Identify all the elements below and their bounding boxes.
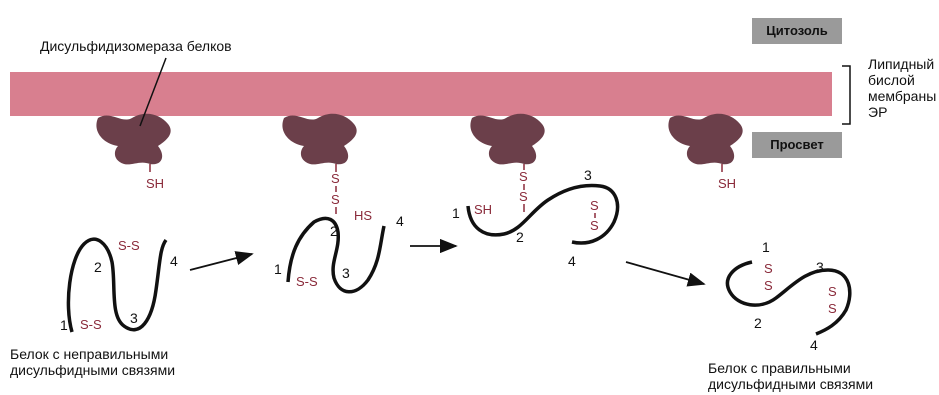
p3-s-top: S <box>590 198 599 213</box>
p1-res-4: 4 <box>170 253 178 269</box>
p1-res-1: 1 <box>60 317 68 333</box>
p2-res-3: 3 <box>342 265 350 281</box>
enzyme-2-s-bottom: S <box>331 192 340 207</box>
p1-res-2: 2 <box>94 259 102 275</box>
arrow-1 <box>190 254 252 270</box>
enzyme-3 <box>470 114 544 165</box>
p4-res-4: 4 <box>810 337 818 353</box>
enzyme-1-sh: SH <box>146 176 164 191</box>
p3-s-bottom: S <box>590 218 599 233</box>
enzyme-4 <box>668 114 742 165</box>
p1-ss-bottom: S-S <box>80 317 102 332</box>
p2-res-1: 1 <box>274 261 282 277</box>
membrane-bracket <box>842 66 850 124</box>
enzyme-2-s-top: S <box>331 171 340 186</box>
enzyme-3-s-top: S <box>519 169 528 184</box>
p4-res-3: 3 <box>816 259 824 275</box>
p4-res-1: 1 <box>762 239 770 255</box>
er-membrane <box>10 72 832 116</box>
enzyme-3-s-bottom: S <box>519 189 528 204</box>
p4-res-2: 2 <box>754 315 762 331</box>
p4-s1-bottom: S <box>764 278 773 293</box>
p3-sh: SH <box>474 202 492 217</box>
p4-s2-bottom: S <box>828 301 837 316</box>
enzyme-1 <box>96 114 170 165</box>
p4-s2-top: S <box>828 284 837 299</box>
p3-res-3: 3 <box>584 167 592 183</box>
p1-ss-top: S-S <box>118 238 140 253</box>
p4-s1-top: S <box>764 261 773 276</box>
p3-res-4: 4 <box>568 253 576 269</box>
p1-res-3: 3 <box>130 310 138 326</box>
enzyme-2 <box>282 114 356 165</box>
p2-ss: S-S <box>296 274 318 289</box>
p2-hs: HS <box>354 208 372 223</box>
arrow-3 <box>626 262 704 284</box>
p3-res-2: 2 <box>516 229 524 245</box>
p2-res-2: 2 <box>330 223 338 239</box>
enzyme-4-sh: SH <box>718 176 736 191</box>
p2-res-4: 4 <box>396 213 404 229</box>
p3-res-1: 1 <box>452 205 460 221</box>
